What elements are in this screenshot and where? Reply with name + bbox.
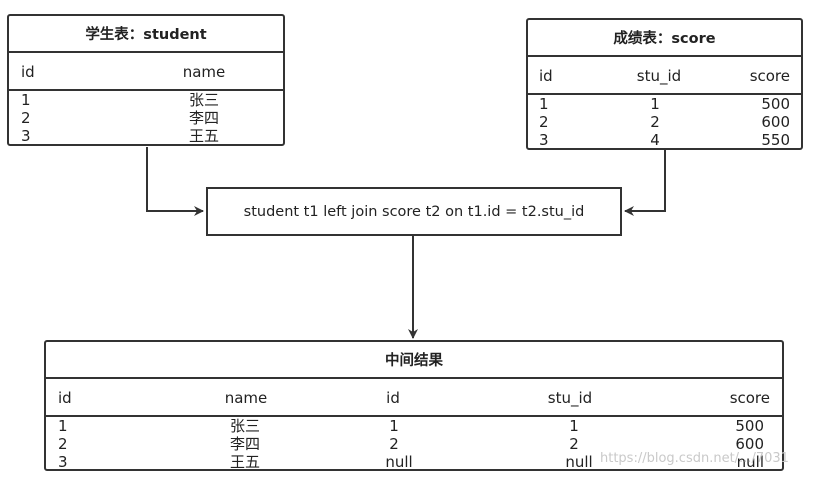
cell-stu-id: 1 [650,95,660,113]
cell-score: 600 [761,113,790,131]
cell-score-id: 1 [389,417,399,435]
cell-score-id: null [385,453,413,471]
table-row: 3 4 550 [528,131,801,150]
cell-id: 2 [539,113,549,131]
column-header-stu-id: stu_id [547,389,593,407]
student-table: 学生表：student id name 1 张三 2 李四 3 王五 [7,14,285,146]
cell-score: 500 [735,417,764,435]
result-table-title: 中间结果 [46,342,782,379]
cell-stu-id: null [565,453,593,471]
table-row: 1 张三 [9,91,283,110]
column-header-name: name [224,389,268,407]
cell-stu-id: 1 [569,417,579,435]
cell-id: 2 [21,109,31,127]
table-row: 1 张三 1 1 500 [46,417,782,436]
cell-score-id: 2 [389,435,399,453]
cell-id: 3 [58,453,68,471]
table-row: 2 2 600 [528,113,801,132]
column-header-name: name [182,63,226,81]
arrow-score-to-join [624,150,666,216]
cell-id: 3 [21,127,31,145]
cell-score: null [736,453,764,471]
column-header-id: id [21,63,35,81]
score-table-title: 成绩表：score [528,20,801,57]
table-row: 3 王五 null null null [46,453,782,472]
arrow-student-to-join [146,147,204,216]
cell-name: 王五 [188,127,220,145]
cell-stu-id: 2 [650,113,660,131]
cell-name: 张三 [229,417,261,435]
cell-id: 1 [539,95,549,113]
cell-score: 550 [761,131,790,149]
cell-id: 1 [21,91,31,109]
watermark-url: https://blog.csdn.net/.../7031 [600,451,789,466]
column-header-id: id [539,67,553,85]
column-header-score: score [729,389,770,407]
student-table-header: id name [9,53,283,91]
student-table-title: 学生表：student [9,16,283,53]
column-header-score-id: id [386,389,400,407]
cell-name: 李四 [188,109,220,127]
cell-id: 2 [58,435,68,453]
cell-id: 1 [58,417,68,435]
cell-name: 张三 [188,91,220,109]
cell-id: 3 [539,131,549,149]
cell-name: 王五 [229,453,261,471]
table-row: 3 王五 [9,127,283,146]
column-header-score: score [749,67,790,85]
result-table-header: id name id stu_id score [46,379,782,417]
cell-name: 李四 [229,435,261,453]
join-condition-box: student t1 left join score t2 on t1.id =… [206,187,622,236]
cell-score: 600 [735,435,764,453]
column-header-id: id [58,389,72,407]
result-table: 中间结果 id name id stu_id score 1 张三 1 1 50… [44,340,784,471]
table-row: 2 李四 [9,109,283,128]
cell-stu-id: 4 [650,131,660,149]
cell-score: 500 [761,95,790,113]
table-row: 2 李四 2 2 600 [46,435,782,454]
cell-stu-id: 2 [569,435,579,453]
column-header-stu-id: stu_id [636,67,682,85]
score-table-header: id stu_id score [528,57,801,95]
table-row: 1 1 500 [528,95,801,114]
score-table: 成绩表：score id stu_id score 1 1 500 2 2 60… [526,18,803,150]
